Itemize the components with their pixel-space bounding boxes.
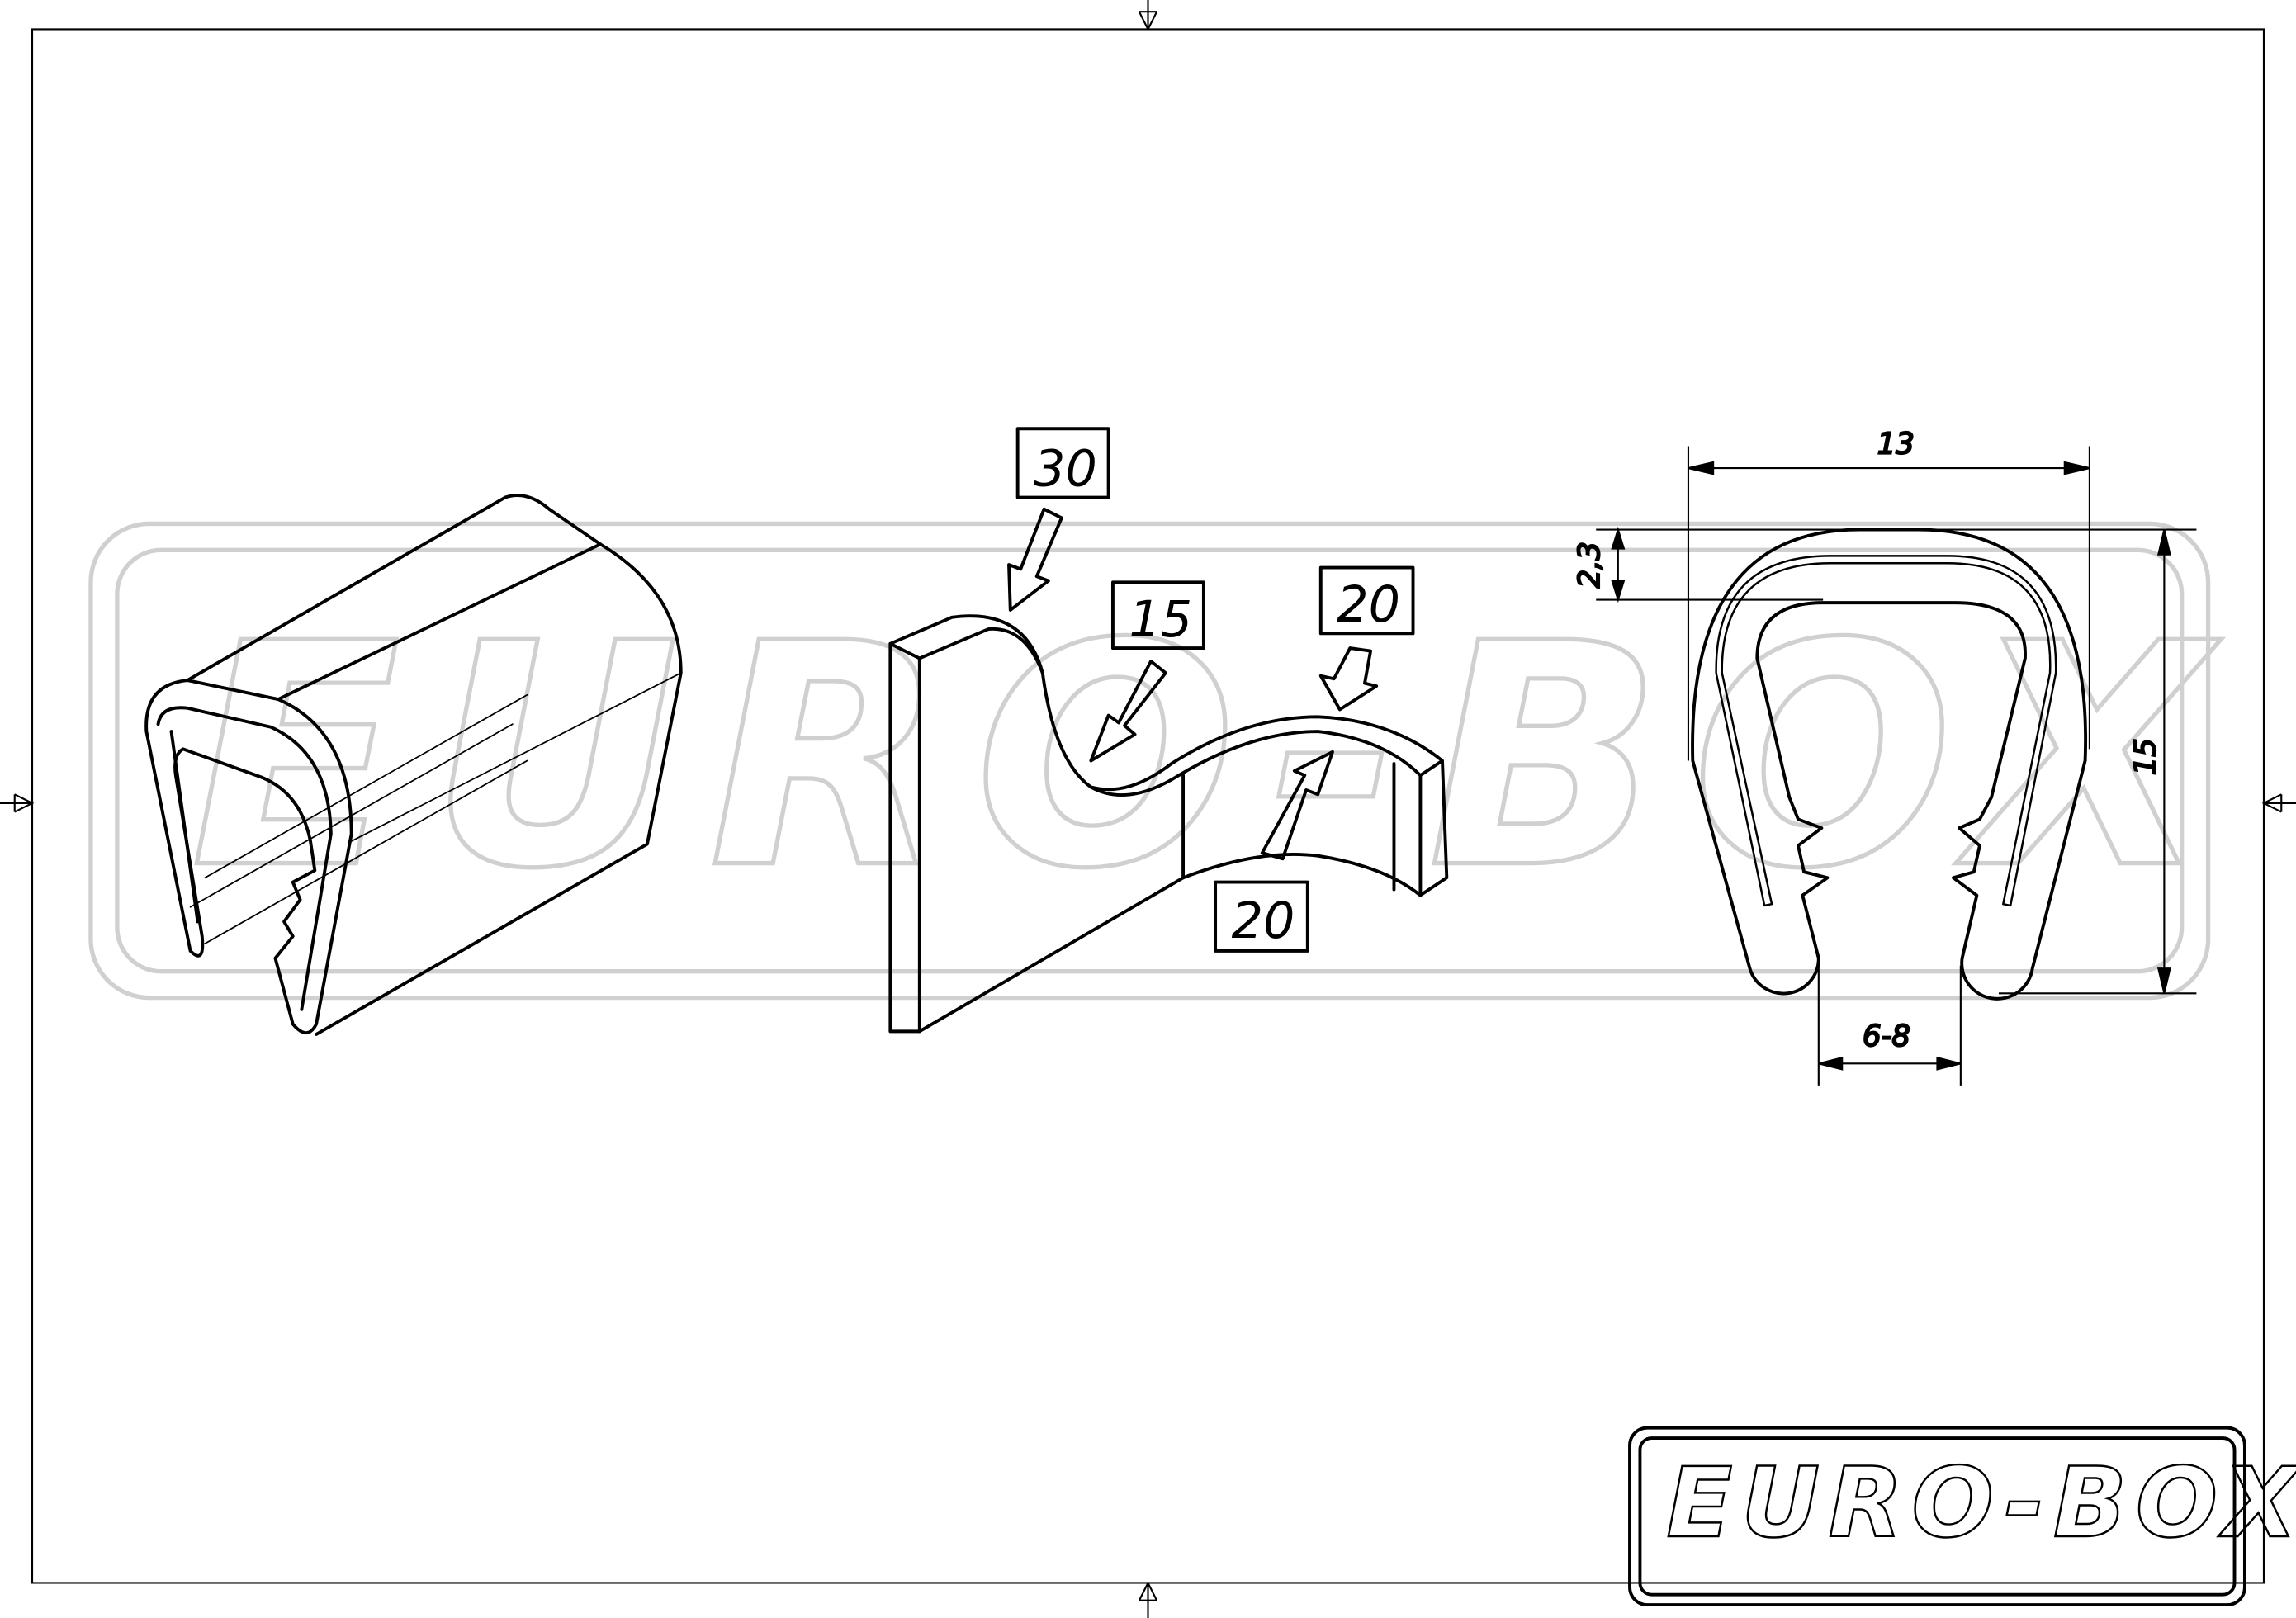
callout-20-bottom-label: 20	[1232, 892, 1295, 950]
arrow-icon	[1260, 750, 1334, 861]
euro-box-logo: EURO-BOX	[1628, 1426, 2296, 1606]
callout-30-label: 30	[1034, 440, 1097, 498]
clip-isometric-view	[144, 494, 683, 1036]
callout-15-label: 15	[1129, 591, 1192, 649]
callout-20-top: 20	[1318, 565, 1415, 712]
dimension-wall: 2,3	[1572, 526, 1824, 603]
arrow-icon	[1007, 507, 1063, 612]
callout-20-bottom: 20	[1214, 750, 1334, 953]
arrow-icon	[1318, 646, 1379, 712]
arrow-icon	[1089, 660, 1167, 763]
dimension-gap: 6-8	[1817, 965, 1962, 1086]
dimension-gap-label: 6-8	[1863, 1020, 1910, 1053]
callout-20-top-label: 20	[1337, 576, 1400, 634]
dimension-height: 15	[1596, 528, 2197, 995]
dimension-wall-label: 2,3	[1573, 542, 1607, 588]
watermark: EURO-BOX	[88, 521, 2238, 1001]
dimension-width-label: 13	[1877, 427, 1915, 461]
material-thickness-diagram	[888, 614, 1449, 1034]
dimension-width: 13	[1687, 426, 2090, 761]
callout-15: 15	[1089, 580, 1205, 763]
callout-30: 30	[1007, 427, 1110, 612]
watermark-text: EURO-BOX	[191, 578, 2238, 936]
dimension-height-label: 15	[2129, 738, 2163, 775]
logo-text: EURO-BOX	[1666, 1446, 2296, 1559]
